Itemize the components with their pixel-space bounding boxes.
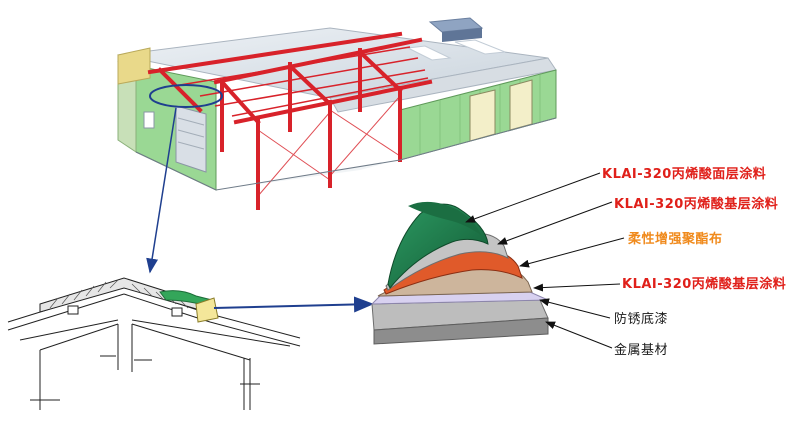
label-basecoat-1: KLAI-320丙烯酸基层涂料: [614, 197, 779, 212]
layer-leader-lines: [465, 172, 625, 349]
label-basecoat-2: KLAI-320丙烯酸基层涂料: [622, 277, 787, 292]
roof-section-detail: [7, 277, 301, 410]
label-reinforcing-fabric: 柔性增强聚酯布: [628, 232, 723, 247]
label-metal-substrate: 金属基材: [614, 343, 669, 358]
coating-layer-stack: [370, 201, 549, 345]
warehouse-building: [117, 17, 557, 210]
label-antirust-primer: 防锈底漆: [614, 312, 669, 327]
detail-callout-ellipse: [149, 84, 223, 108]
label-topcoat: KLAI-320丙烯酸面层涂料: [602, 167, 767, 182]
callout-arrow-to-section: [146, 107, 177, 274]
section-to-layers-arrow: [213, 296, 374, 313]
